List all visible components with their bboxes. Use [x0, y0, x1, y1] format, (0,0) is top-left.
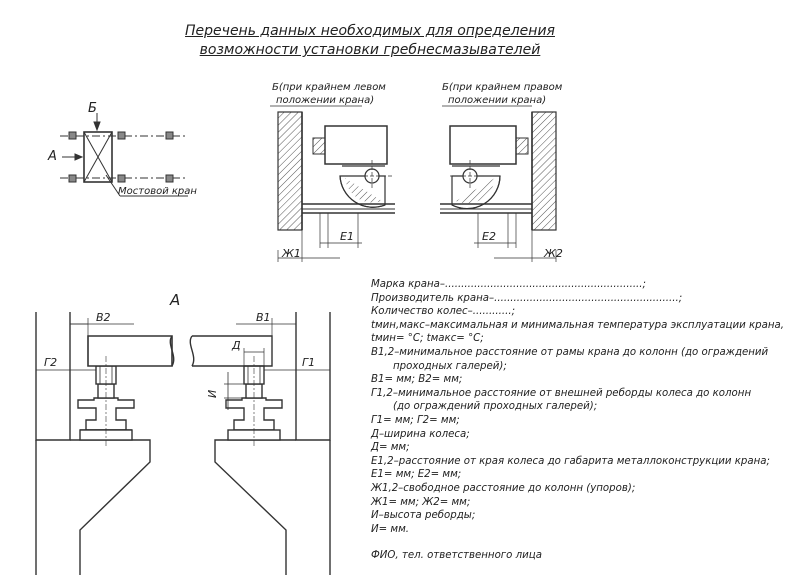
form-line-d-value: Д= мм; [371, 442, 410, 454]
form-line-g-desc-cont: (до ограждений проходных галерей); [393, 401, 598, 413]
form-line-e-values: Е1= мм; Е2= мм; [371, 469, 462, 481]
dim-d-label: Д [231, 339, 241, 352]
view-b-right-title-1: Б(при крайнем правом [442, 82, 563, 93]
dim-i-label: И [206, 390, 219, 398]
plan-view [60, 113, 188, 197]
dim-zh1-label: Ж1 [281, 247, 301, 260]
form-line-i-desc: И–высота реборды; [371, 510, 476, 522]
crane-cross-2 [83, 131, 113, 183]
dim-e2-label: Е2 [482, 230, 496, 243]
crane-label: Мостовой кран [118, 186, 197, 197]
form-line-e-desc: Е1,2–расстояние от края колеса до габари… [371, 455, 770, 467]
dim-g2-label: Г2 [44, 356, 57, 369]
form-line-zh-desc: Ж1,2–свободное расстояние до колонн (упо… [371, 482, 636, 494]
view-a-title: А [169, 291, 180, 309]
form-line-manufacturer: Производитель крана–....................… [371, 292, 683, 304]
view-a [35, 312, 331, 575]
view-b-left-title-1: Б(при крайнем левом [272, 82, 386, 93]
page-title: Перечень данных необходимых для определе… [160, 22, 580, 60]
view-b-right [440, 111, 557, 262]
dim-e1-label: Е1 [340, 230, 354, 243]
view-b-left-title-2: положении крана) [276, 95, 374, 106]
form-line-crane-model: Марка крана–............................… [371, 279, 646, 290]
form-line-v-desc: В1,2–минимальное расстояние от рамы кран… [371, 346, 769, 358]
column-markers [68, 131, 174, 183]
title-line-1: Перечень данных необходимых для определе… [185, 23, 555, 39]
title-line-2: возможности установки гребнесмазывателей [199, 42, 541, 58]
form-line-wheel-count: Количество колес–............; [371, 306, 516, 318]
plan-arrow-b-label: Б [88, 101, 97, 116]
form-line-v-desc-cont: проходных галерей); [393, 360, 507, 372]
form-line-g-values: Г1= мм; Г2= мм; [371, 414, 460, 426]
form-line-g-desc: Г1,2–минимальное расстояние от внешней р… [371, 387, 752, 399]
view-b-left [277, 111, 395, 262]
form-line-responsible-person: ФИО, тел. ответственного лица [371, 550, 542, 562]
plan-arrow-a-label: А [47, 149, 57, 164]
parameter-list: Марка крана–............................… [371, 278, 791, 563]
form-line-d-desc: Д–ширина колеса; [371, 428, 470, 440]
dim-g1-label: Г1 [302, 356, 315, 369]
crane-box [83, 131, 113, 183]
form-line-v-values: В1= мм; В2= мм; [371, 374, 463, 386]
form-line-zh-values: Ж1= мм; Ж2= мм; [371, 496, 471, 508]
dim-zh2-label: Ж2 [543, 247, 563, 260]
dim-v2-label: В2 [96, 311, 111, 324]
form-line-temperature-values: tмин= °С; tмакс= °С; [371, 333, 484, 345]
form-line-temperature-desc: tмин,макс–максимальная и минимальная тем… [371, 319, 784, 331]
form-line-i-value: И= мм. [371, 523, 410, 535]
dim-v1-label: В1 [256, 311, 271, 324]
view-b-right-title-2: положении крана) [448, 95, 546, 106]
